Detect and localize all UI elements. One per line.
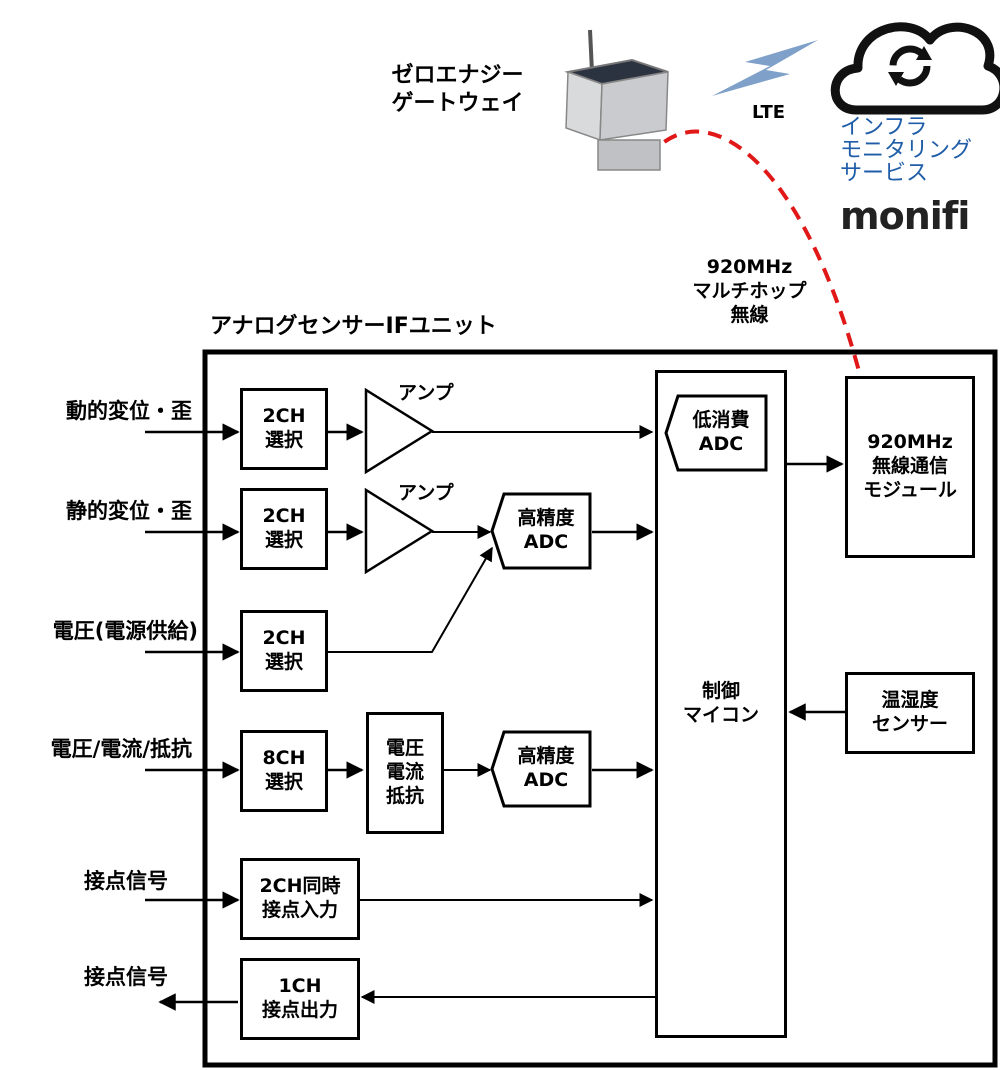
adc-low-power: 低消費 ADC [664, 394, 768, 472]
amp2-triangle [364, 487, 435, 575]
gateway-device [564, 29, 669, 171]
cloud-sync-icon [830, 22, 1000, 115]
contact-input-block: 2CH同時 接点入力 [240, 858, 360, 940]
input-dynamic-label: 動的変位・歪 [66, 399, 192, 423]
amp1-triangle [364, 387, 435, 475]
radio-module-920mhz: 920MHz 無線通信 モジュール [845, 376, 975, 558]
input-vcr-label: 電圧/電流/抵抗 [50, 737, 192, 761]
unit-frame [202, 349, 998, 1068]
vcr-block: 電圧 電流 抵抗 [366, 712, 444, 834]
adc-low-power-label: 低消費 ADC [692, 409, 750, 455]
lte-bolt [712, 40, 818, 96]
wireless-link [646, 129, 862, 376]
output-contact-label: 接点信号 [84, 965, 168, 989]
adc-high-precision-2-label: 高精度 ADC [517, 745, 575, 791]
unit-title: アナログセンサーIFユニット [210, 314, 497, 339]
selector-2ch-dynamic: 2CH 選択 [240, 388, 328, 470]
control-microcontroller: 制御 マイコン [655, 370, 787, 1038]
service-label: インフラ モニタリング サービス [840, 115, 973, 187]
service-logo: monifi [840, 194, 970, 238]
lte-label: LTE [752, 102, 786, 123]
contact-output-block: 1CH 接点出力 [240, 958, 360, 1040]
input-contact-label: 接点信号 [84, 869, 168, 893]
temperature-humidity-sensor: 温湿度 センサー [845, 672, 975, 754]
selector-2ch-voltage: 2CH 選択 [240, 610, 328, 692]
input-voltage-supply-label: 電圧(電源供給) [52, 619, 198, 643]
amp2-label: アンプ [398, 482, 454, 504]
gateway-label: ゼロエナジー ゲートウェイ [391, 63, 524, 116]
adc-high-precision-1: 高精度 ADC [490, 492, 592, 570]
wireless-label: 920MHz マルチホップ 無線 [692, 256, 807, 326]
amp1-label: アンプ [398, 382, 454, 404]
selector-8ch: 8CH 選択 [240, 730, 328, 812]
selector-2ch-static: 2CH 選択 [240, 488, 328, 570]
adc-high-precision-1-label: 高精度 ADC [517, 507, 575, 553]
adc-high-precision-2: 高精度 ADC [490, 730, 592, 808]
input-static-label: 静的変位・歪 [66, 499, 192, 523]
